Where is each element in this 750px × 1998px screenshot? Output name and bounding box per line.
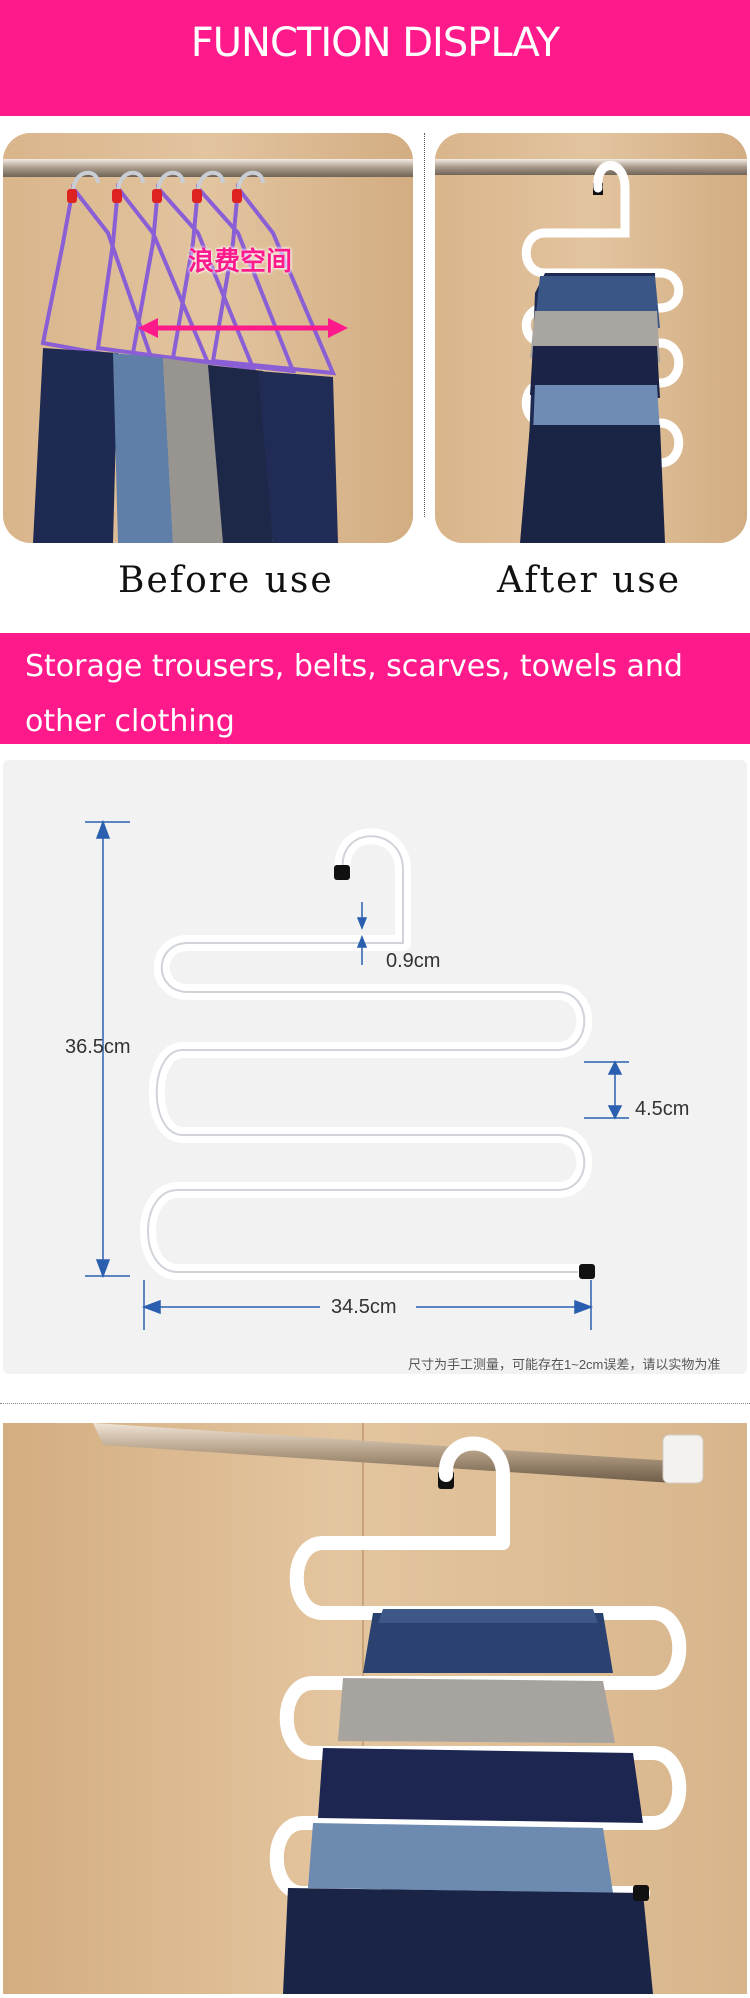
photo-divider — [424, 133, 425, 517]
hanger-cap-bottom — [579, 1264, 595, 1279]
height-dimension-label: 36.5cm — [65, 1036, 131, 1058]
width-dimension-label: 34.5cm — [331, 1296, 397, 1318]
header-banner: FUNCTION DISPLAY — [0, 0, 750, 116]
before-use-photo: 浪费空间 — [3, 133, 413, 543]
section-divider — [0, 1403, 750, 1404]
wasted-space-tag: 浪费空间 — [188, 247, 293, 277]
storage-banner-text: Storage trousers, belts, scarves, towels… — [25, 649, 683, 739]
measurement-note: 尺寸为手工测量，可能存在1~2cm误差，请以实物为准 — [408, 1357, 721, 1372]
hanger-in-use-photo — [3, 1423, 747, 1994]
page-title: FUNCTION DISPLAY — [190, 20, 561, 66]
top-gap-dimension-label: 0.9cm — [386, 950, 441, 972]
dimension-panel: 36.5cm 34.5cm 4.5cm 0.9cm 尺寸为手工测量，可能存在1~… — [3, 760, 747, 1374]
gap-dimension-label: 4.5cm — [635, 1098, 690, 1120]
after-caption: After use — [497, 560, 682, 601]
before-caption: Before use — [118, 560, 334, 601]
hanger-cap-top — [334, 865, 350, 880]
storage-banner: Storage trousers, belts, scarves, towels… — [0, 633, 750, 744]
after-use-photo — [435, 133, 747, 543]
hanger-diagram — [85, 819, 629, 1330]
